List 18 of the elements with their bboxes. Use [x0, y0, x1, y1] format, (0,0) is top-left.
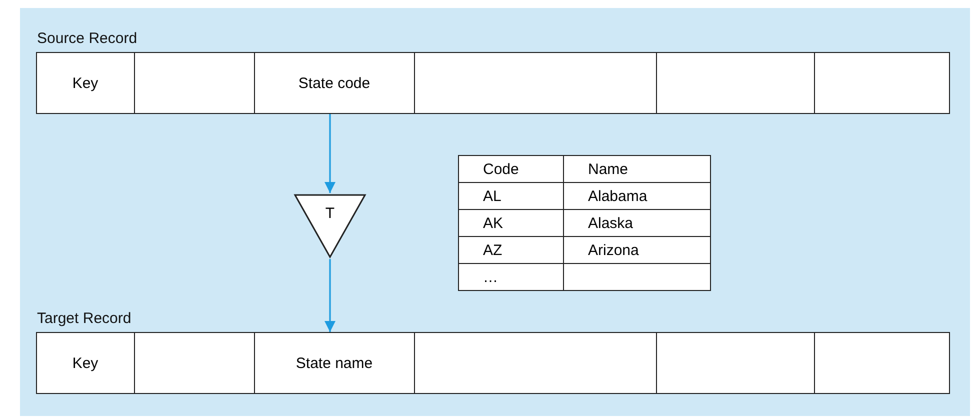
table-cell: Alabama — [564, 182, 710, 210]
table-cell: AK — [458, 210, 564, 236]
transform-triangle: T — [293, 193, 367, 259]
field-cell: Key — [36, 52, 135, 114]
table-cell: Name — [564, 156, 710, 182]
table-cell: AL — [458, 182, 564, 210]
table-cell: AZ — [458, 236, 564, 264]
record-heading: Source Record — [37, 30, 138, 47]
table-cell: Code — [458, 156, 564, 182]
field-cell: Key — [36, 332, 135, 394]
field-cell: State name — [254, 332, 415, 394]
record-heading: Target Record — [37, 310, 132, 327]
table-cell: Alaska — [564, 210, 710, 236]
arrow — [324, 114, 336, 193]
arrow — [324, 259, 336, 332]
table-cell: … — [458, 264, 564, 290]
field-cell: State code — [254, 52, 415, 114]
table-cell: Arizona — [564, 236, 710, 264]
